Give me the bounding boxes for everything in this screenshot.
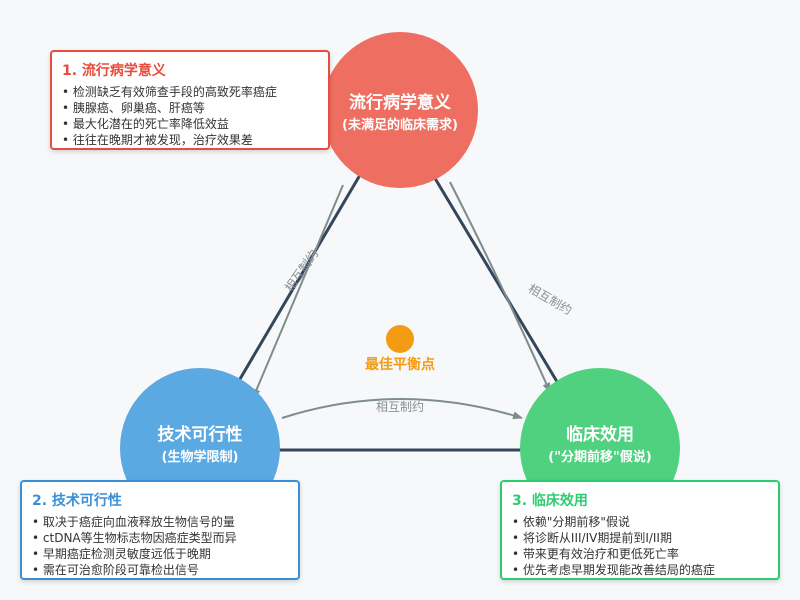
- box-epidemiology-title: 1. 流行病学意义: [62, 63, 166, 79]
- arrow-right: [449, 181, 551, 393]
- list-item: 需在可治愈阶段可靠检出信号: [32, 562, 288, 578]
- arrow-left: [252, 184, 344, 399]
- list-item: 往往在晚期才被发现，治疗效果差: [62, 132, 318, 148]
- box-clinical-title: 3. 临床效用: [512, 493, 588, 509]
- list-item: 检测缺乏有效筛查手段的高致死率癌症: [62, 84, 318, 100]
- box-clinical: 3. 临床效用 依赖"分期前移"假说 将诊断从III/IV期提前到I/II期 带…: [500, 480, 780, 580]
- list-item: 早期癌症检测灵敏度远低于晚期: [32, 546, 288, 562]
- circle-technical-title: 技术可行性: [158, 424, 243, 445]
- circle-technical-subtitle: (生物学限制): [162, 449, 239, 465]
- circle-clinical-subtitle: ("分期前移"假说): [548, 449, 651, 465]
- balance-point-label: 最佳平衡点: [365, 356, 435, 373]
- relation-label-right: 相互制约: [526, 281, 575, 318]
- box-technical-list: 取决于癌症向血液释放生物信号的量 ctDNA等生物标志物因癌症类型而异 早期癌症…: [32, 514, 288, 578]
- relation-label-left: 相互制约: [281, 246, 321, 294]
- list-item: 带来更有效治疗和更低死亡率: [512, 546, 768, 562]
- list-item: 胰腺癌、卵巢癌、肝癌等: [62, 100, 318, 116]
- box-technical-title: 2. 技术可行性: [32, 493, 122, 509]
- box-epidemiology-list: 检测缺乏有效筛查手段的高致死率癌症 胰腺癌、卵巢癌、肝癌等 最大化潜在的死亡率降…: [62, 84, 318, 148]
- list-item: 优先考虑早期发现能改善结局的癌症: [512, 562, 768, 578]
- balance-point-dot: [386, 325, 414, 353]
- list-item: ctDNA等生物标志物因癌症类型而异: [32, 530, 288, 546]
- box-clinical-list: 依赖"分期前移"假说 将诊断从III/IV期提前到I/II期 带来更有效治疗和更…: [512, 514, 768, 578]
- arrow-bottom: [281, 398, 523, 420]
- circle-epidemiology-subtitle: (未满足的临床需求): [342, 117, 458, 133]
- list-item: 取决于癌症向血液释放生物信号的量: [32, 514, 288, 530]
- box-technical: 2. 技术可行性 取决于癌症向血液释放生物信号的量 ctDNA等生物标志物因癌症…: [20, 480, 300, 580]
- circle-clinical-title: 临床效用: [566, 424, 634, 445]
- list-item: 依赖"分期前移"假说: [512, 514, 768, 530]
- relation-label-bottom: 相互制约: [376, 399, 424, 414]
- box-epidemiology: 1. 流行病学意义 检测缺乏有效筛查手段的高致死率癌症 胰腺癌、卵巢癌、肝癌等 …: [50, 50, 330, 150]
- circle-epidemiology: [322, 32, 478, 188]
- list-item: 将诊断从III/IV期提前到I/II期: [512, 530, 768, 546]
- circle-epidemiology-title: 流行病学意义: [349, 92, 451, 113]
- list-item: 最大化潜在的死亡率降低效益: [62, 116, 318, 132]
